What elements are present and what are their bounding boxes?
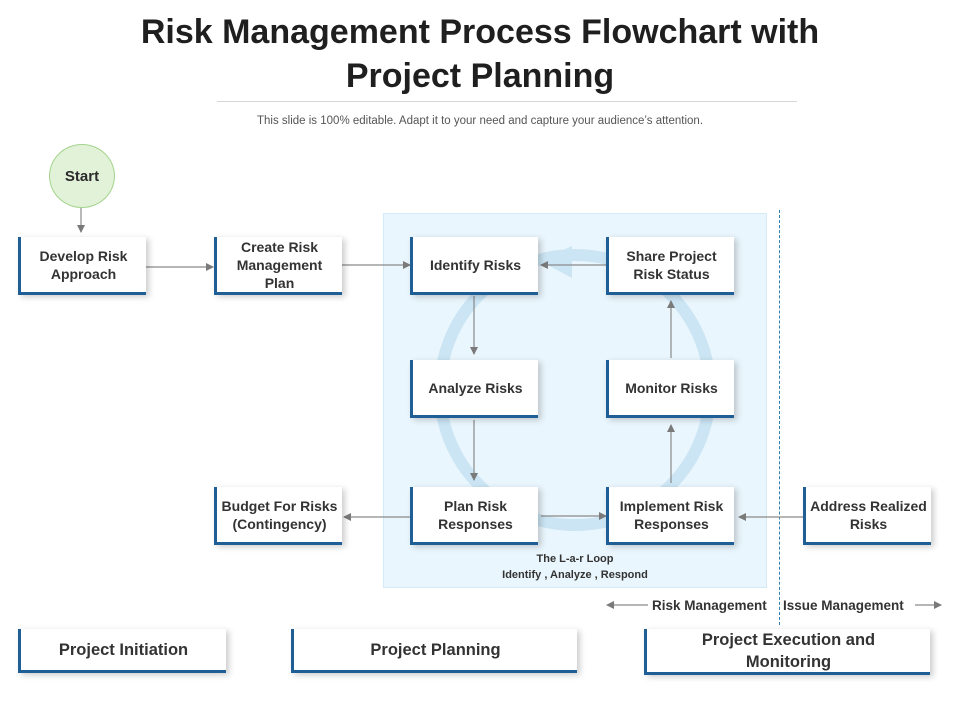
identify-risks-box: Identify Risks <box>410 237 538 295</box>
share-project-risk-status-box: Share Project Risk Status <box>606 237 734 295</box>
address-realized-risks-box: Address Realized Risks <box>803 487 931 545</box>
issue-management-label: Issue Management <box>783 598 904 613</box>
title-line-1: Risk Management Process Flowchart with <box>140 13 820 51</box>
phase-project-planning: Project Planning <box>291 629 577 673</box>
start-node: Start <box>49 144 115 208</box>
title-divider <box>217 101 797 102</box>
monitor-risks-box: Monitor Risks <box>606 360 734 418</box>
subtitle: This slide is 100% editable. Adapt it to… <box>256 115 704 127</box>
plan-risk-responses-box: Plan Risk Responses <box>410 487 538 545</box>
phase-project-execution-monitoring: Project Execution and Monitoring <box>644 629 930 675</box>
risk-management-label: Risk Management <box>652 598 767 613</box>
lar-loop-steps: Identify , Analyze , Respond <box>502 569 648 581</box>
title-line-2: Project Planning <box>345 57 615 95</box>
page-title: Risk Management Process Flowchart with P… <box>0 10 960 98</box>
implement-risk-responses-box: Implement Risk Responses <box>606 487 734 545</box>
create-risk-management-plan-box: Create Risk Management Plan <box>214 237 342 295</box>
phase-divider <box>779 210 780 625</box>
budget-for-risks-box: Budget For Risks (Contingency) <box>214 487 342 545</box>
lar-loop-title: The L-a-r Loop <box>536 553 614 565</box>
develop-risk-approach-box: Develop Risk Approach <box>18 237 146 295</box>
phase-project-initiation: Project Initiation <box>18 629 226 673</box>
analyze-risks-box: Analyze Risks <box>410 360 538 418</box>
lar-loop-label: The L-a-r Loop Identify , Analyze , Resp… <box>420 551 730 583</box>
